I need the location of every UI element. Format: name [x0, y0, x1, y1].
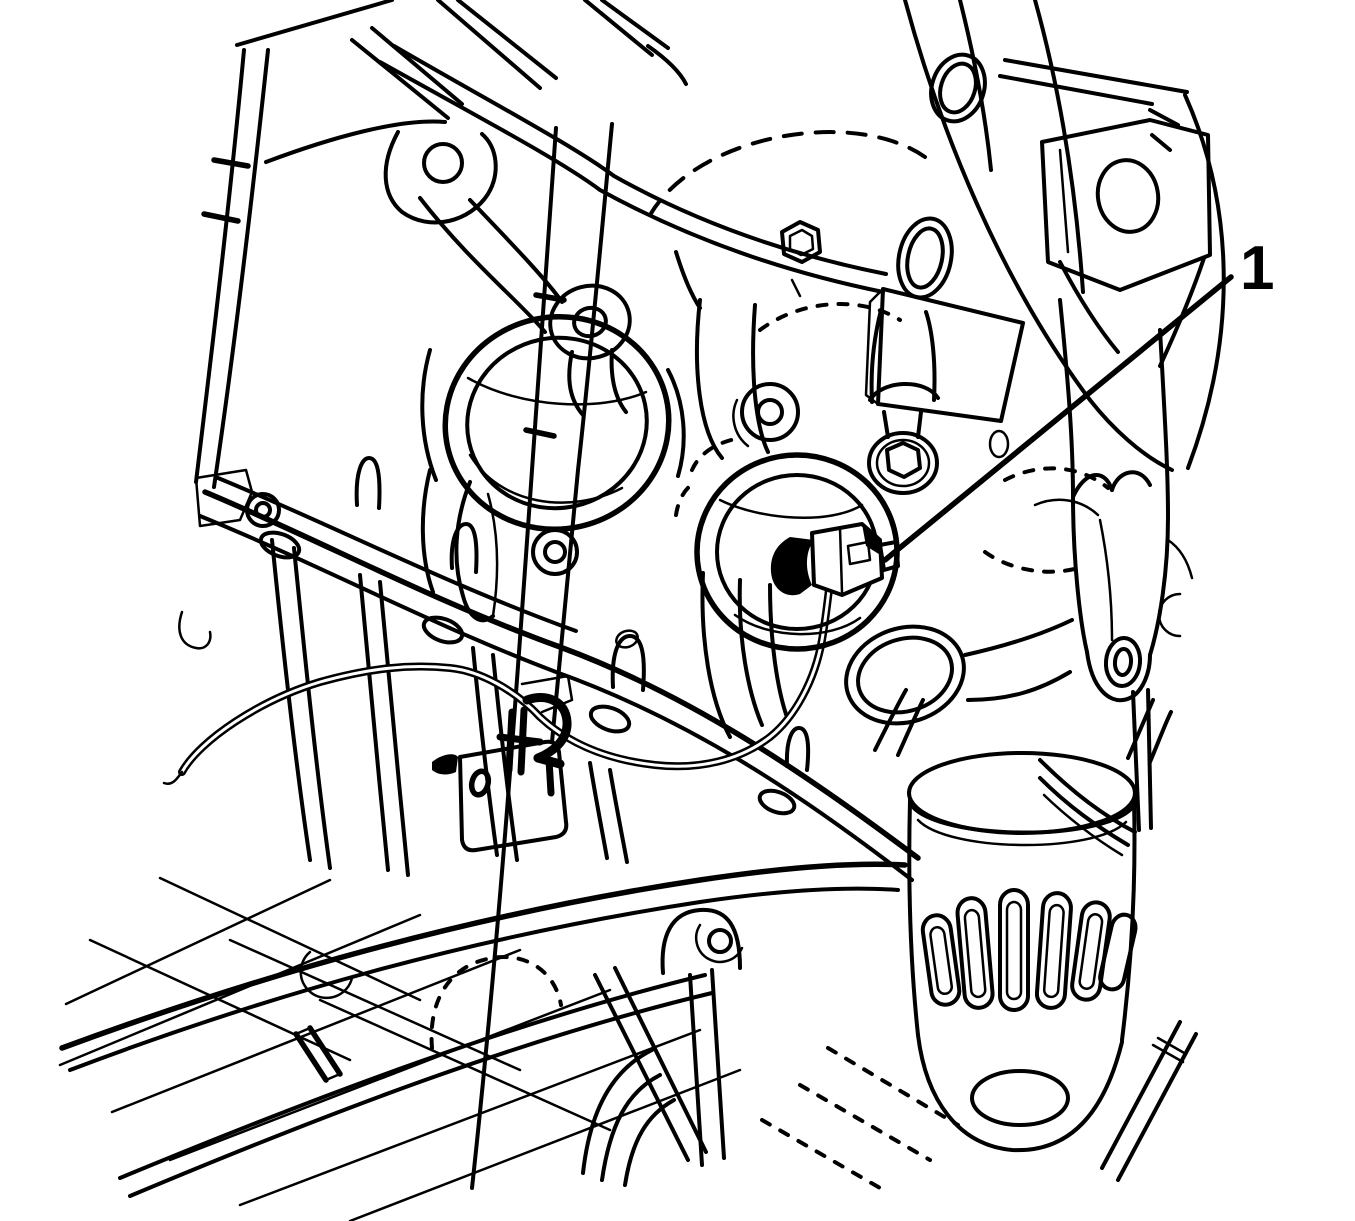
- callout-1-label: 1: [1240, 234, 1274, 303]
- callout-1-leader-line: [882, 274, 1234, 563]
- sensor-mounting-bolt: [864, 287, 1025, 495]
- oil-pan-lower: [58, 861, 908, 1221]
- harness-clip: [432, 693, 572, 797]
- harness-clip-bracket: [432, 674, 574, 853]
- callout-1: 1: [882, 234, 1274, 563]
- sensor-connector: [770, 522, 900, 597]
- engine-block: [194, 0, 1226, 1190]
- centre-bosses: [674, 250, 800, 739]
- oil-filter: [760, 688, 1198, 1190]
- wiring-harness: [162, 556, 837, 785]
- water-pump-port: [420, 313, 686, 623]
- mount-arm: [1058, 298, 1194, 832]
